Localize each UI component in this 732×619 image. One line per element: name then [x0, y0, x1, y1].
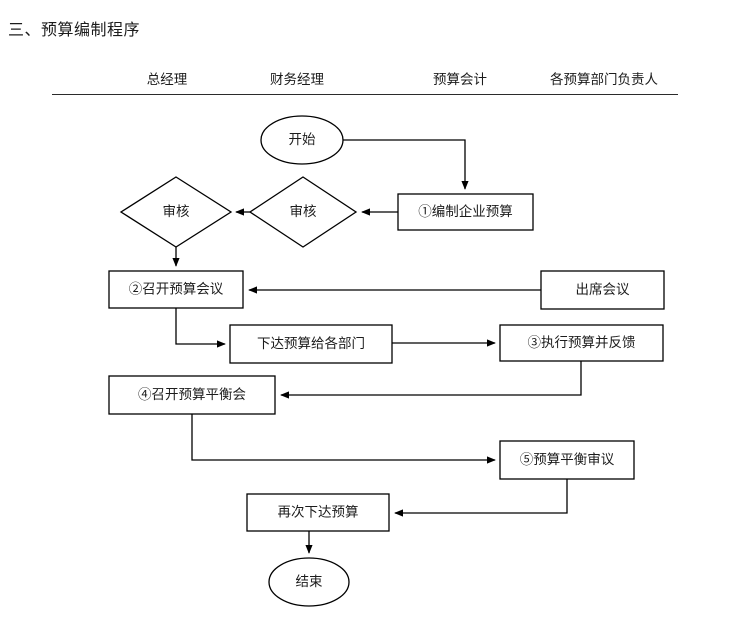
- node-label-balance: ④召开预算平衡会: [138, 387, 246, 402]
- node-shape-rect: [108, 270, 244, 309]
- node-shape-rect: [499, 440, 635, 480]
- node-balance[interactable]: ④召开预算平衡会: [108, 375, 276, 415]
- node-label-end: 结束: [296, 574, 323, 589]
- lane-header-3: 预算会计: [433, 72, 487, 87]
- node-shape-rect: [397, 193, 534, 231]
- node-shape-diamond: [248, 176, 358, 248]
- node-label-meeting: ②召开预算会议: [129, 282, 224, 297]
- connector-balance-to-deliberate: [191, 414, 496, 464]
- node-start[interactable]: 开始: [260, 115, 344, 165]
- node-label-reissue: 再次下达预算: [278, 505, 359, 520]
- node-deliberate[interactable]: ⑤预算平衡审议: [499, 440, 635, 480]
- node-meeting[interactable]: ②召开预算会议: [108, 270, 244, 309]
- node-label-execute: ③执行预算并反馈: [528, 335, 636, 350]
- node-label-prepare: ①编制企业预算: [418, 203, 513, 219]
- node-reissue[interactable]: 再次下达预算: [246, 493, 390, 532]
- node-label-issue: 下达预算给各部门: [257, 336, 365, 351]
- node-shape-ellipse: [268, 557, 350, 607]
- lane-header-1: 总经理: [146, 72, 188, 87]
- node-attend[interactable]: 出席会议: [540, 270, 665, 310]
- connector-layer: [172, 139, 582, 554]
- lane-header-4: 各预算部门负责人: [550, 72, 658, 87]
- node-prepare[interactable]: ①编制企业预算: [397, 193, 534, 231]
- node-execute[interactable]: ③执行预算并反馈: [499, 324, 664, 362]
- page-title: 三、预算编制程序: [8, 22, 141, 39]
- node-shape-rect: [540, 270, 665, 310]
- connector-meeting-to-issue: [175, 308, 226, 348]
- connector-start-to-prepare: [343, 139, 469, 190]
- node-shape-ellipse: [260, 115, 344, 165]
- node-shape-rect: [499, 324, 664, 362]
- connector-execute-to-balance: [280, 361, 582, 399]
- node-shape-rect: [108, 375, 276, 415]
- lane-divider-rule: [52, 94, 678, 95]
- lane-header-2: 财务经理: [270, 72, 324, 87]
- node-label-start: 开始: [289, 132, 316, 147]
- node-shape-rect: [229, 324, 393, 364]
- node-label-review1: 审核: [163, 204, 190, 219]
- connector-deliberate-to-reissue: [394, 479, 568, 517]
- node-review2[interactable]: 审核: [248, 176, 358, 248]
- lane-header-row: 总经理 财务经理 预算会计 各预算部门负责人: [0, 68, 732, 94]
- node-label-attend: 出席会议: [576, 282, 630, 297]
- node-label-review2: 审核: [290, 204, 317, 219]
- node-shape-rect: [246, 493, 390, 532]
- node-end[interactable]: 结束: [268, 557, 350, 607]
- node-label-deliberate: ⑤预算平衡审议: [520, 452, 615, 467]
- node-shape-diamond: [119, 176, 233, 248]
- node-review1[interactable]: 审核: [119, 176, 233, 248]
- node-issue[interactable]: 下达预算给各部门: [229, 324, 393, 364]
